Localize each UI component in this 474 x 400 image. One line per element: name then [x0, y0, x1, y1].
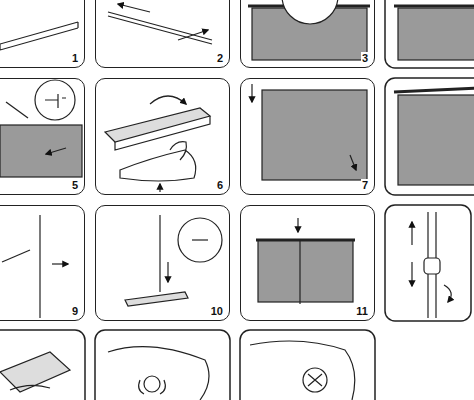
foot [250, 341, 355, 400]
arrow [178, 30, 208, 40]
step-panel [240, 330, 375, 400]
knob-grip [308, 374, 322, 386]
step-number: 2 [216, 52, 224, 64]
step-panel [385, 0, 474, 68]
cassette [105, 108, 210, 142]
step-panel [385, 205, 471, 321]
step-number: 10 [210, 305, 224, 317]
pole [159, 215, 160, 292]
foot [170, 142, 186, 160]
arrow [118, 4, 150, 12]
arrow [411, 262, 412, 286]
pole [2, 250, 30, 262]
top-rail [394, 88, 474, 92]
foot [108, 347, 209, 400]
step-number: 11 [355, 305, 369, 317]
clip-detail [45, 94, 66, 108]
arrow [297, 218, 298, 232]
step-number: 5 [71, 179, 79, 191]
arrow [411, 222, 412, 245]
step-number: 7 [361, 179, 369, 191]
step-number: 9 [71, 305, 79, 317]
step-number: 1 [71, 52, 79, 64]
step-panel: 2 [95, 0, 230, 68]
banner-sheet [0, 125, 82, 177]
rotate-arrow [150, 96, 186, 104]
detail-circle [178, 218, 222, 262]
lead-line [6, 102, 28, 118]
cassette [115, 116, 210, 150]
step-panel: 5 [0, 78, 85, 195]
knob [144, 376, 160, 392]
step-panel: 7 [240, 78, 375, 195]
arrow [350, 155, 356, 170]
detail-circle [35, 80, 75, 120]
knob [303, 368, 327, 392]
banner-sheet [258, 240, 353, 302]
pole-rod [108, 12, 212, 44]
base-bar [0, 22, 78, 50]
step-panel [0, 330, 85, 400]
step-panel: 6 [95, 78, 230, 195]
banner-sheet [398, 8, 474, 60]
foot [10, 385, 50, 390]
banner-sheet [398, 95, 474, 185]
top-rail [256, 239, 355, 242]
arrow [52, 263, 68, 264]
banner-sheet [262, 90, 367, 180]
step-panel: 9 [0, 205, 85, 321]
step-panel [95, 330, 230, 400]
base-bar [125, 292, 188, 306]
pole [299, 240, 300, 304]
pole [39, 215, 40, 318]
arrow [167, 262, 168, 282]
arrow [46, 148, 66, 154]
step-panel [385, 78, 474, 195]
step-number: 3 [361, 52, 369, 64]
pole-joint [192, 239, 208, 240]
pole-clamp [424, 258, 440, 274]
step-panel: 1 [0, 0, 85, 68]
step-panel: 3 [240, 0, 375, 68]
top-rail [394, 5, 474, 8]
arrow [251, 84, 252, 102]
step-panel: 11 [240, 205, 375, 321]
step-number: 6 [216, 179, 224, 191]
detail-circle [282, 0, 338, 24]
cassette [0, 352, 70, 392]
rotate-arrow [444, 285, 451, 302]
rotate-arrow [139, 380, 166, 394]
arrow [159, 184, 160, 192]
step-panel: 10 [95, 205, 230, 321]
